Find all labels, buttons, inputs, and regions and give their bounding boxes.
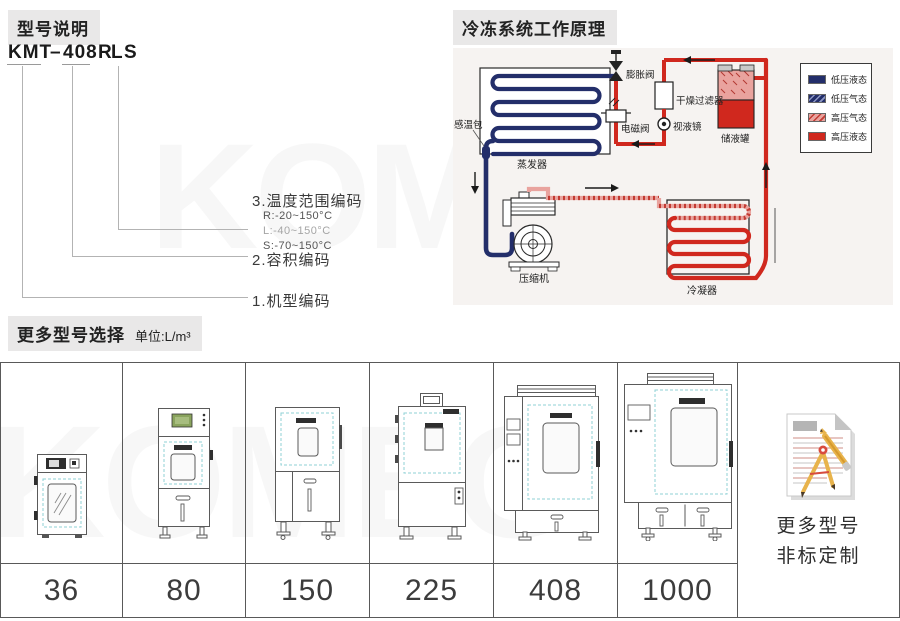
custom-models-cell: 更多型号 非标定制 <box>738 363 899 617</box>
condenser <box>656 57 776 281</box>
models-section-title: 更多型号选择单位:L/m³ <box>8 316 202 351</box>
chamber-1000-illustration <box>623 373 733 541</box>
volume-cell-408: 408 <box>494 564 618 617</box>
underline-volume <box>62 64 90 65</box>
discharge-line <box>526 184 659 201</box>
legend-row: 低压气态 <box>808 92 871 105</box>
callout-machine-type: 1.机型编码 <box>252 293 331 310</box>
chamber-cell-408 <box>494 363 618 564</box>
volume-cell-1000: 1000 <box>618 564 738 617</box>
model-code-series: KMT <box>8 42 53 63</box>
volume-cell-225: 225 <box>370 564 494 617</box>
legend-row: 高压液态 <box>808 130 871 143</box>
low-pressure-gas-swatch-icon <box>808 94 826 103</box>
riser-arrow <box>762 162 770 188</box>
chamber-cell-36 <box>1 363 123 564</box>
temp-code-s: S:-70~150°C <box>263 240 332 252</box>
label-expansion-valve: 膨胀阀 <box>626 69 655 81</box>
volume-cell-150: 150 <box>246 564 370 617</box>
model-code-s: S <box>124 42 138 63</box>
top-pipe <box>664 56 766 64</box>
compressor <box>502 191 560 272</box>
chamber-36-illustration <box>33 454 87 538</box>
flow-arrow-right-icon <box>611 184 619 192</box>
model-code-volume: 408 <box>63 42 98 63</box>
receiver-tank <box>717 64 766 129</box>
legend-label: 低压气态 <box>831 94 868 104</box>
callout-volume: 2.容积编码 <box>252 252 331 269</box>
chamber-cell-225 <box>370 363 494 564</box>
label-dry-filter: 干燥过滤器 <box>676 95 724 107</box>
label-receiver-tank: 储液罐 <box>721 133 750 145</box>
refrigeration-section-title: 冷冻系统工作原理 <box>453 10 617 45</box>
model-code-r: R <box>98 42 113 63</box>
solenoid-valve <box>601 97 631 144</box>
high-pressure-gas-swatch-icon <box>808 113 826 122</box>
chamber-cell-80 <box>123 363 246 564</box>
callout-temp-range: 3.温度范围编码 <box>252 193 363 210</box>
chamber-408-illustration <box>503 385 600 541</box>
flow-arrow-left-icon <box>631 140 639 148</box>
custom-design-doc-icon <box>786 413 855 500</box>
sight-glass <box>657 109 671 138</box>
callout-connector-lines <box>22 66 248 298</box>
model-code-l: L <box>111 42 124 63</box>
refrigeration-schematic: 感温包 蒸发器 膨胀阀 电磁阀 干燥过滤器 视液镜 储液罐 压缩机 冷凝器 <box>454 50 776 297</box>
volume-cell-36: 36 <box>1 564 123 617</box>
legend-row: 低压液态 <box>808 73 871 86</box>
low-pressure-liquid-swatch-icon <box>808 75 826 84</box>
chamber-cell-1000 <box>618 363 738 564</box>
model-section-title: 型号说明 <box>8 10 100 45</box>
flow-arrow-up-icon <box>762 162 770 170</box>
pencil-icon <box>819 428 851 471</box>
evaporator <box>479 67 619 157</box>
label-sight-glass: 视液镜 <box>673 121 702 133</box>
temp-code-l: L:-40~150°C <box>263 225 331 237</box>
chamber-225-illustration <box>394 393 466 540</box>
label-compressor: 压缩机 <box>519 272 549 285</box>
custom-caption-line2: 非标定制 <box>776 546 861 567</box>
label-condenser: 冷凝器 <box>687 284 717 297</box>
models-table: 更多型号 非标定制 36 80 150 225 408 1000 <box>0 362 900 618</box>
chamber-150-illustration <box>274 407 342 540</box>
legend-label: 高压液态 <box>831 132 868 142</box>
high-pressure-liquid-swatch-icon <box>808 132 826 141</box>
volume-cell-80: 80 <box>123 564 246 617</box>
unit-label: 单位:L/m³ <box>135 329 191 344</box>
sensing-bulb <box>472 129 490 159</box>
legend-label: 低压液态 <box>831 75 868 85</box>
temp-code-r: R:-20~150°C <box>263 210 333 222</box>
compass-icon <box>800 445 835 498</box>
custom-caption-line1: 更多型号 <box>776 516 861 537</box>
dry-filter <box>654 60 674 110</box>
legend-row: 高压气态 <box>808 111 871 124</box>
underline-series <box>7 64 41 65</box>
flow-arrow-left-icon <box>683 56 691 64</box>
chamber-80-illustration <box>158 408 213 539</box>
model-code-dash: – <box>50 42 62 63</box>
suction-pipe <box>471 138 515 258</box>
label-sensing-bulb: 感温包 <box>454 119 483 131</box>
custom-models-caption: 更多型号 非标定制 <box>776 512 860 572</box>
expansion-valve <box>609 50 623 110</box>
label-solenoid-valve: 电磁阀 <box>621 123 650 135</box>
flow-arrow-down-icon <box>471 186 479 194</box>
chamber-cell-150 <box>246 363 370 564</box>
refrigeration-diagram: 感温包 蒸发器 膨胀阀 电磁阀 干燥过滤器 视液镜 储液罐 压缩机 冷凝器 低压… <box>453 48 893 305</box>
legend-label: 高压气态 <box>831 113 868 123</box>
models-title-text: 更多型号选择 <box>17 326 125 345</box>
label-evaporator: 蒸发器 <box>517 158 547 171</box>
diagram-legend: 低压液态 低压气态 高压气态 高压液态 <box>800 63 872 153</box>
